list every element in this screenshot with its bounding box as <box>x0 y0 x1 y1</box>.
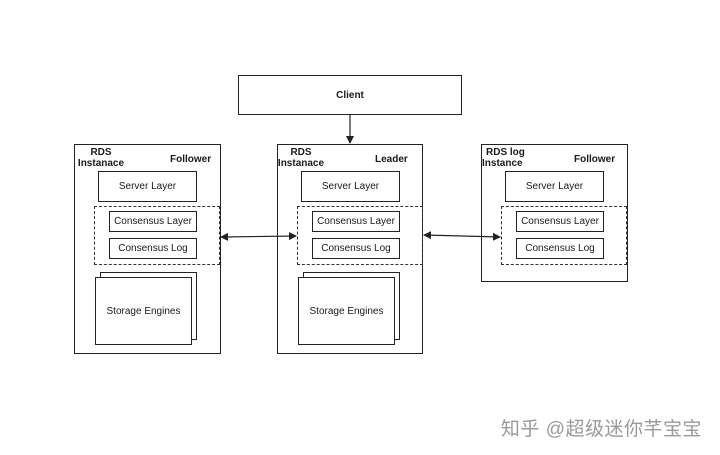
node-follower-right-role: Follower <box>574 154 616 165</box>
node-follower-left-title-line1: RDS <box>90 147 112 158</box>
node-follower-right-consensus-layer: Consensus Layer <box>516 211 604 232</box>
node-leader-storage-engines: Storage Engines <box>298 277 395 345</box>
node-leader-consensus-layer-label: Consensus Layer <box>317 216 395 227</box>
node-leader-server-layer: Server Layer <box>301 171 400 202</box>
node-follower-right-server-layer-label: Server Layer <box>525 181 584 192</box>
node-follower-left-title: RDS Instanace <box>76 147 126 169</box>
node-follower-left-consensus-layer: Consensus Layer <box>109 211 197 232</box>
client-label: Client <box>336 89 364 101</box>
node-follower-left-consensus-group <box>94 206 220 265</box>
node-follower-right-consensus-log: Consensus Log <box>516 238 604 259</box>
node-follower-left-storage-engines-label: Storage Engines <box>106 305 181 317</box>
node-follower-left-server-layer-label: Server Layer <box>118 181 177 192</box>
node-leader-title: RDS Instanace <box>277 147 325 169</box>
node-follower-right-consensus-group <box>501 206 627 265</box>
node-follower-right-server-layer: Server Layer <box>505 171 604 202</box>
node-leader-consensus-group <box>297 206 423 265</box>
node-leader-storage-engines-label: Storage Engines <box>309 305 384 317</box>
node-follower-right-consensus-log-label: Consensus Log <box>525 243 595 254</box>
node-leader-role: Leader <box>375 154 408 165</box>
node-leader-consensus-log: Consensus Log <box>312 238 400 259</box>
edge-leader-follower-right <box>423 231 501 241</box>
node-follower-right-title-line1: RDS log <box>486 147 525 158</box>
node-follower-left-role: Follower <box>170 154 212 165</box>
node-follower-right-title: RDS log Instance <box>482 147 525 169</box>
client-box: Client <box>238 75 462 115</box>
edge-follower-left-leader <box>220 232 297 241</box>
node-leader-consensus-log-label: Consensus Log <box>321 243 391 254</box>
node-follower-left-consensus-log: Consensus Log <box>109 238 197 259</box>
node-follower-right-consensus-layer-label: Consensus Layer <box>521 216 599 227</box>
node-follower-left-server-layer: Server Layer <box>98 171 197 202</box>
node-leader-title-line2: Instanace <box>277 158 325 169</box>
node-follower-left-title-line2: Instanace <box>77 158 125 169</box>
node-leader-server-layer-label: Server Layer <box>321 181 380 192</box>
node-follower-right-title-line2: Instance <box>482 158 523 169</box>
watermark: 知乎 @超级迷你芊宝宝 <box>500 419 702 440</box>
node-leader-consensus-layer: Consensus Layer <box>312 211 400 232</box>
node-leader-title-line1: RDS <box>290 147 312 158</box>
node-follower-left-storage-engines: Storage Engines <box>95 277 192 345</box>
node-follower-left-consensus-log-label: Consensus Log <box>118 243 188 254</box>
node-follower-left-consensus-layer-label: Consensus Layer <box>114 216 192 227</box>
